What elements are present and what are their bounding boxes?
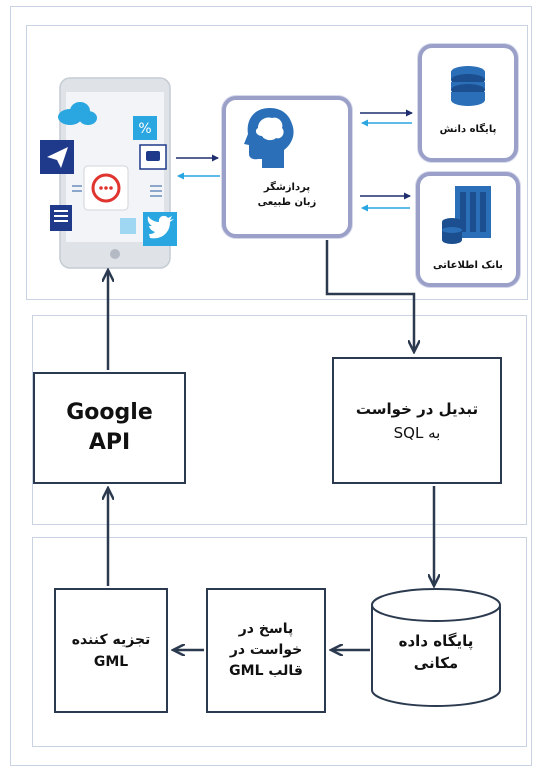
- google-api-box: Google API: [33, 372, 186, 484]
- nlp-processor-line2: زبان طبیعی: [257, 197, 317, 208]
- spatial-db-label: پایگاه داده مکانی: [380, 630, 492, 674]
- knowledge-base-box: [418, 44, 518, 162]
- nlp-processor-label: پردازشگر زبان طبیعی: [232, 180, 342, 210]
- gml-parser-line2: GML: [93, 653, 129, 670]
- chat-bubble-icon: [139, 144, 167, 170]
- sql-convert-line1: تبدیل در خواست: [355, 399, 479, 418]
- svg-text:%: %: [138, 121, 151, 137]
- gml-response-box: پاسخ در خواست در قالب GML: [206, 588, 326, 713]
- google-api-line2: API: [88, 430, 131, 455]
- gml-parser-box: تجزیه کننده GML: [54, 588, 168, 713]
- info-bank-label: بانک اطلاعاتی: [433, 260, 503, 271]
- sql-convert-box: تبدیل در خواست به SQL: [332, 357, 502, 484]
- percent-icon: %: [133, 116, 157, 140]
- spatial-db-line1: پایگاه داده: [398, 632, 474, 650]
- gml-response-line1: پاسخ در: [238, 621, 294, 637]
- sql-convert-line2: به SQL: [393, 423, 441, 442]
- cloud-icon: [58, 102, 97, 125]
- gml-parser-line1: تجزیه کننده: [71, 631, 151, 648]
- knowledge-base-label: پایگاه دانش: [439, 124, 497, 135]
- twitter-icon: [143, 212, 177, 246]
- send-icon: [40, 140, 74, 174]
- gml-response-line3: قالب GML: [229, 663, 303, 679]
- google-api-line1: Google: [66, 400, 153, 425]
- spatial-db-line2: مکانی: [413, 654, 459, 672]
- gml-response-line2: خواست در: [229, 642, 303, 658]
- red-chat-icon: [83, 165, 129, 211]
- tile-icon: [120, 218, 136, 234]
- arrow-nlp-to-sql: [325, 240, 414, 350]
- nlp-processor-line1: پردازشگر: [263, 182, 311, 193]
- list-lines-icon: [72, 185, 162, 197]
- document-icon: [50, 205, 72, 231]
